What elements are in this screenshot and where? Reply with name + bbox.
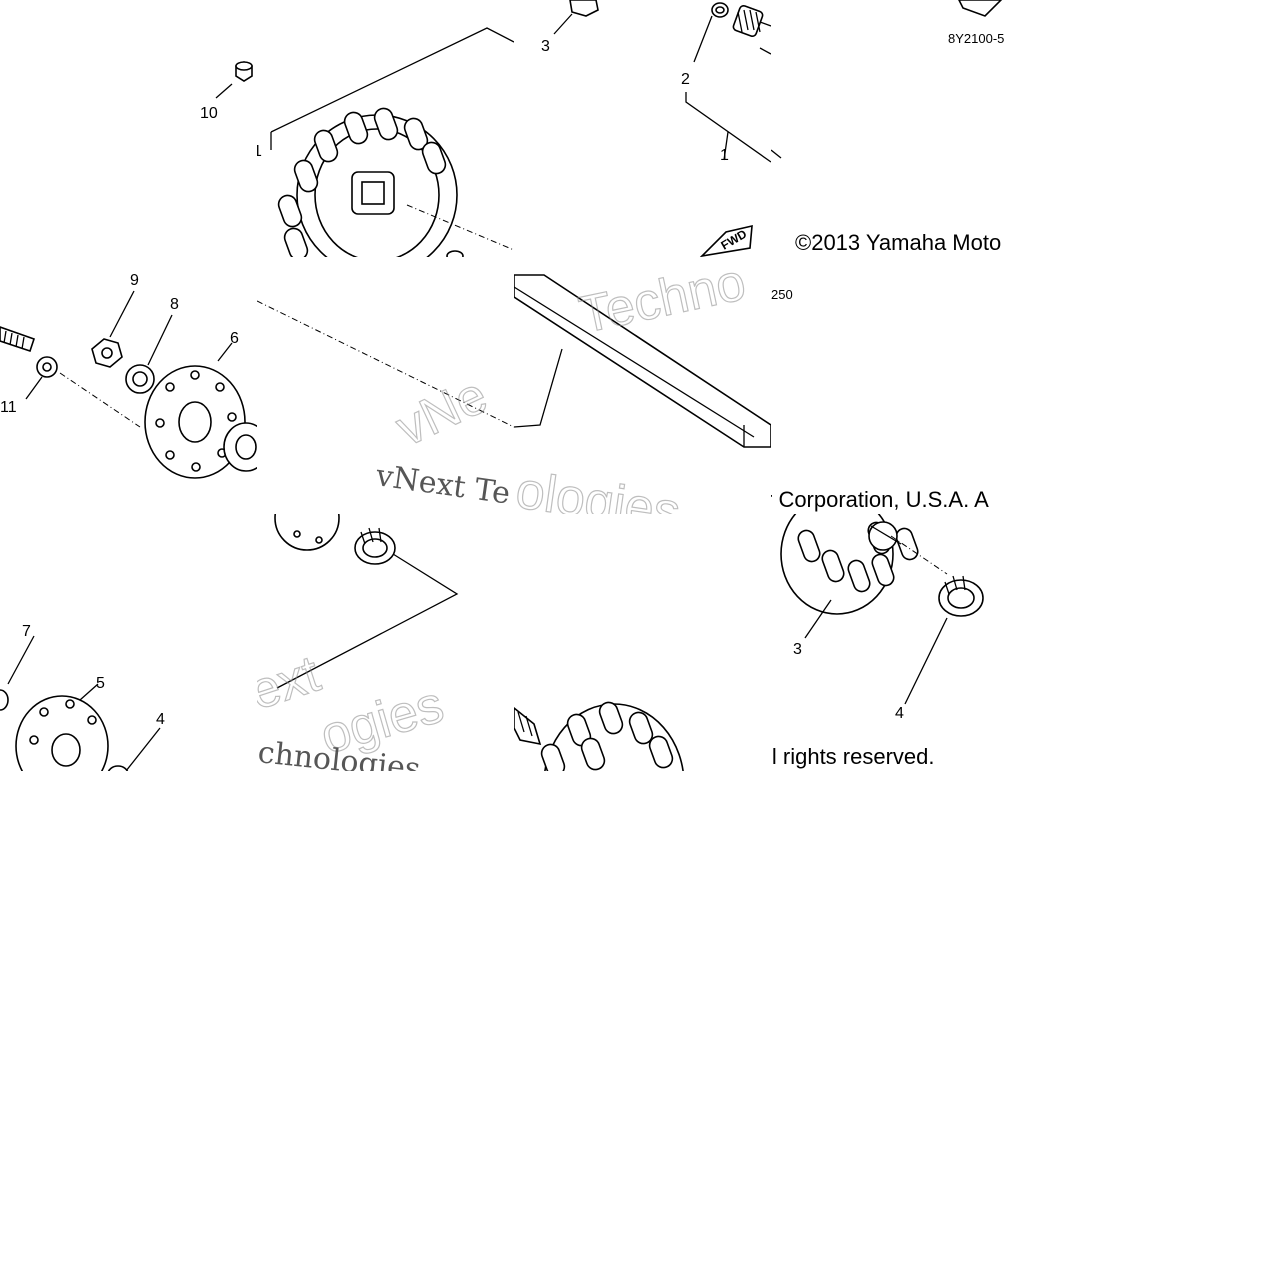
callout-10: 10	[200, 105, 218, 122]
small-number: 250	[771, 287, 793, 302]
watermark-techno: Techno	[574, 257, 750, 345]
tile-r1c0: 11 9 8 6	[0, 257, 257, 514]
clamp-4	[938, 575, 984, 617]
callout-2: 2	[681, 71, 690, 88]
watermark-vnext-te: vNext Te	[373, 458, 512, 512]
callout-11: 11	[0, 399, 17, 416]
tile-r2c2	[514, 514, 771, 771]
tile-r1c1: vNe vNext Te	[257, 257, 514, 514]
bearing	[223, 422, 257, 472]
drive-sprocket	[277, 107, 458, 257]
callout-1-right: 1	[720, 147, 729, 164]
washer-11	[36, 356, 58, 378]
sprocket-teeth	[277, 107, 447, 257]
callout-3-bottom: 3	[793, 641, 802, 658]
callout-4-right: 4	[895, 705, 904, 722]
tile-r1c3: 250 r Corporation, U.S.A. A	[771, 257, 1028, 514]
part-code: 8Y2100-5	[948, 31, 1004, 46]
fwd-arrow: FWD	[699, 224, 753, 257]
callout-7: 7	[22, 623, 31, 640]
nut-9	[91, 338, 123, 368]
shaft-end	[732, 5, 771, 55]
callout-3-top: 3	[541, 38, 550, 55]
tile-r0c2: 3 2 1 FWD	[514, 0, 771, 257]
collar-2	[711, 2, 729, 18]
copyright-line-2: r Corporation, U.S.A. A	[771, 487, 989, 512]
callout-5: 5	[96, 675, 105, 692]
callout-9: 9	[130, 272, 139, 289]
cap-nut-10	[235, 61, 253, 82]
watermark-fragment-vn: vNe	[388, 366, 496, 458]
sprocket-bottom	[540, 701, 684, 771]
tile-r2c1: ext ogies chnologies	[257, 514, 514, 771]
watermark-ologies: ologies	[514, 461, 684, 514]
tile-r0c0: 10	[0, 0, 257, 257]
hex-shaft	[514, 274, 771, 448]
hub-5	[15, 695, 109, 771]
callout-1: 1	[257, 143, 262, 160]
bolt-3	[569, 0, 599, 17]
bolt-left	[0, 326, 36, 353]
tile-r1c2: Techno ologies	[514, 257, 771, 514]
tile-r0c3: 8Y2100-5 ©2013 Yamaha Moto	[771, 0, 1028, 257]
copyright-line-3: ll rights reserved.	[771, 744, 935, 769]
callout-8: 8	[170, 296, 179, 313]
copyright-line-1: ©2013 Yamaha Moto	[795, 230, 1001, 255]
callout-4-left: 4	[156, 711, 165, 728]
tile-r0c1: 1	[257, 0, 514, 257]
hub-6	[144, 365, 246, 479]
callout-6: 6	[230, 330, 239, 347]
washer-8	[125, 364, 155, 394]
tile-r2c0: 7 5 4	[0, 514, 257, 771]
sprocket-right	[780, 514, 919, 615]
hub-fragment	[274, 514, 340, 551]
clamp	[354, 527, 396, 565]
tile-r2c3: 3 4 ll rights reserved.	[771, 514, 1028, 771]
